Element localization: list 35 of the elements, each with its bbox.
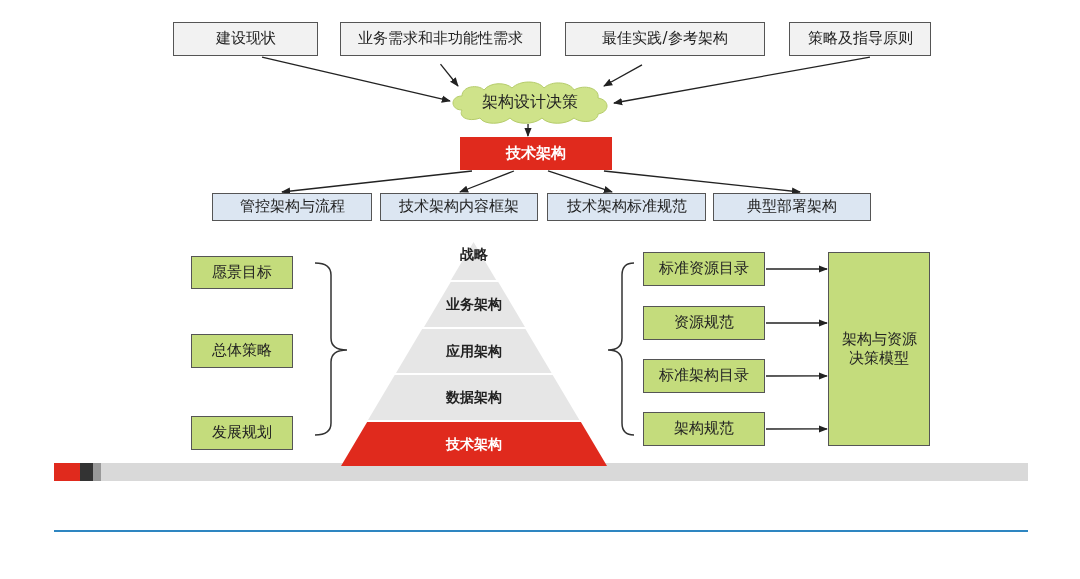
arrow: [765, 425, 828, 433]
topic-box: 资源规范: [643, 306, 765, 340]
topic-box: 标准资源目录: [643, 252, 765, 286]
arrow: [765, 319, 828, 327]
pyramid-layer: 战略: [451, 242, 497, 280]
pyramid-layer: 应用架构: [396, 329, 552, 373]
arrow: [603, 170, 801, 195]
input-box: 业务需求和非功能性需求: [340, 22, 541, 56]
arrow: [547, 170, 613, 193]
arrow: [765, 265, 828, 273]
arrow: [603, 64, 643, 87]
arrow: [613, 56, 871, 106]
architecture-box: 技术架构: [460, 137, 612, 170]
topic-box: 愿景目标: [191, 256, 293, 289]
topic-box: 发展规划: [191, 416, 293, 450]
component-box: 典型部署架构: [713, 193, 871, 221]
arrow: [439, 63, 459, 87]
arrow: [281, 170, 473, 195]
arrow: [765, 372, 828, 380]
arrow: [459, 170, 515, 193]
input-box: 建设现状: [173, 22, 318, 56]
topic-box: 架构规范: [643, 412, 765, 446]
component-box: 管控架构与流程: [212, 193, 372, 221]
pyramid-layer: 数据架构: [368, 375, 580, 420]
component-box: 技术架构标准规范: [547, 193, 706, 221]
arrow: [524, 123, 532, 137]
topic-box: 标准架构目录: [643, 359, 765, 393]
input-box: 最佳实践/参考架构: [565, 22, 765, 56]
topic-box: 总体策略: [191, 334, 293, 368]
component-box: 技术架构内容框架: [380, 193, 538, 221]
topic-box: 架构与资源决策模型: [828, 252, 930, 446]
pyramid-layer: 业务架构: [423, 282, 525, 327]
arrow: [261, 56, 451, 103]
input-box: 策略及指导原则: [789, 22, 931, 56]
pyramid-layer: 技术架构: [341, 422, 607, 466]
